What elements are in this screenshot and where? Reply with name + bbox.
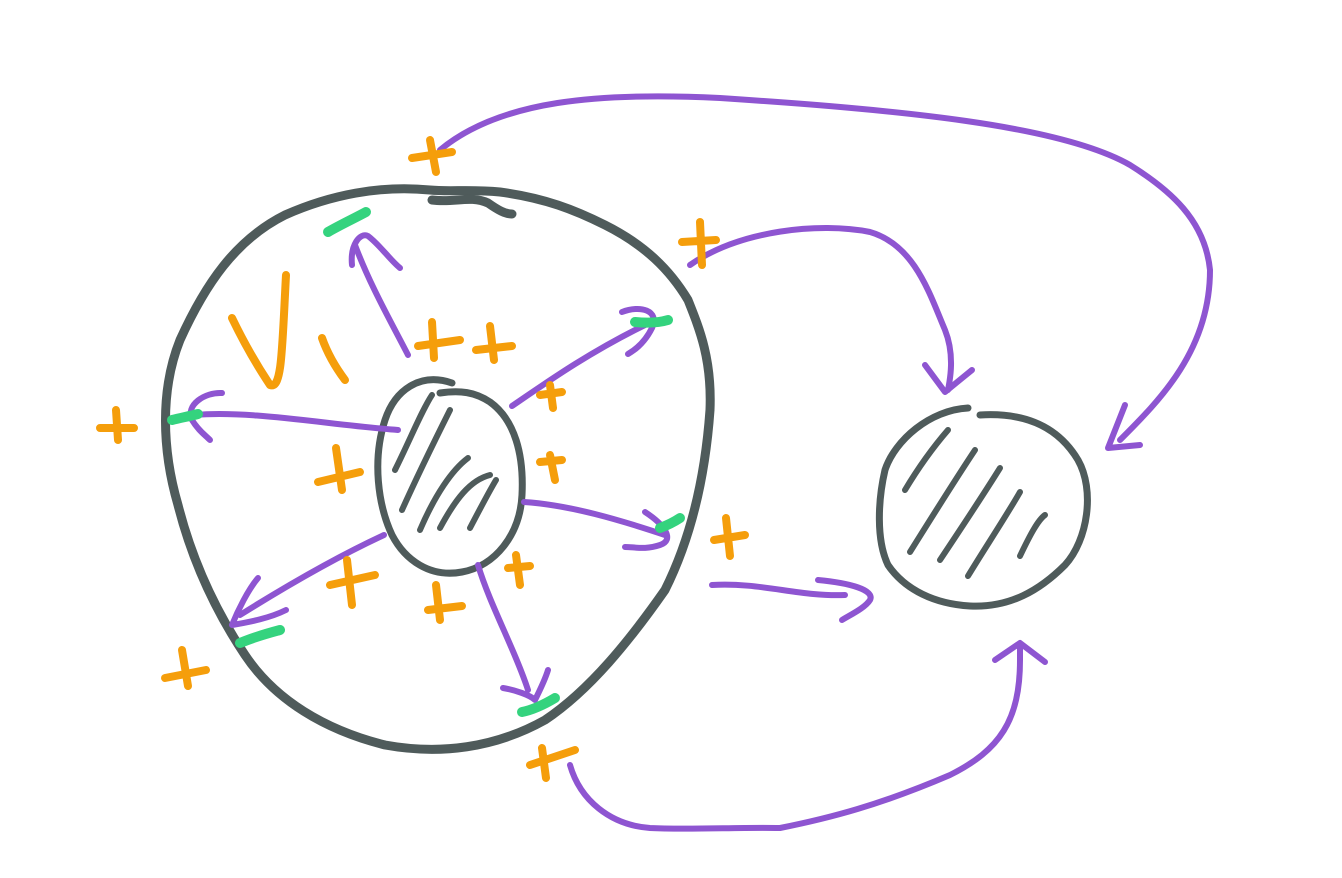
positive-charge-plus-icon	[96, 406, 138, 444]
field-arrows	[187, 93, 1213, 832]
positive-charge-plus-icon	[424, 581, 466, 624]
radial-arrow-right	[521, 499, 668, 538]
radial-arrow-down-head	[500, 667, 551, 703]
radial-arrow-upper-right	[509, 322, 648, 409]
positive-charge-plus-icon	[710, 514, 749, 560]
negative-charges	[167, 207, 685, 717]
positive-charge-plus-icon	[408, 136, 456, 176]
positive-charge-plus-icon	[526, 744, 579, 782]
negative-charge-dash-icon	[517, 693, 560, 717]
radial-arrow-lower-left-head	[229, 575, 289, 628]
positive-charges	[96, 136, 749, 782]
radial-arrow-left	[192, 410, 401, 433]
radial-arrow-up-head	[348, 232, 403, 271]
bottom-loop-arrowhead	[992, 640, 1048, 665]
mid-right-arrow	[709, 581, 848, 599]
outer-shell-outline	[161, 184, 715, 754]
positive-charge-plus-icon	[161, 646, 210, 690]
mid-right-arrowhead	[815, 577, 874, 623]
radial-arrow-lower-left	[237, 532, 387, 618]
radial-arrow-up	[352, 242, 411, 358]
outer-shell	[161, 184, 715, 754]
positive-charge-plus-icon	[536, 381, 566, 412]
positive-charge-plus-icon	[472, 322, 516, 364]
inner-core	[374, 376, 526, 577]
positive-charge-stroke	[228, 271, 290, 390]
positive-charge-plus-icon	[414, 318, 464, 362]
top-arc-arrowhead	[1105, 402, 1143, 451]
bottom-loop-arrow	[567, 642, 1023, 832]
negative-charge-dash-icon	[235, 625, 285, 648]
negative-charge-dash-icon	[323, 207, 371, 237]
right-sphere-hatching	[902, 427, 1048, 579]
positive-charge-plus-icon	[314, 444, 364, 494]
right-sphere-incoming-arrow	[687, 225, 954, 393]
right-sphere	[875, 404, 1091, 610]
negative-charge-dash-icon	[630, 315, 673, 328]
negative-charge-dash-icon	[655, 513, 685, 533]
right-sphere-incoming-arrowhead	[922, 362, 975, 395]
radial-arrow-upper-right-head	[619, 306, 657, 357]
top-arc-arrow	[437, 93, 1213, 443]
positive-charge-plus-icon	[326, 556, 379, 609]
inner-core-hatching	[392, 392, 499, 533]
inner-core-outline	[374, 376, 526, 577]
radial-arrow-down	[475, 562, 531, 693]
positive-charge-stroke	[318, 334, 349, 384]
positive-charge-plus-icon	[536, 451, 566, 484]
positive-charge-plus-icon	[678, 218, 720, 269]
right-sphere-outline	[875, 404, 1091, 610]
negative-charge-dash-icon	[167, 409, 203, 425]
positive-charge-plus-icon	[504, 551, 534, 589]
outer-shell-seam	[427, 194, 517, 219]
